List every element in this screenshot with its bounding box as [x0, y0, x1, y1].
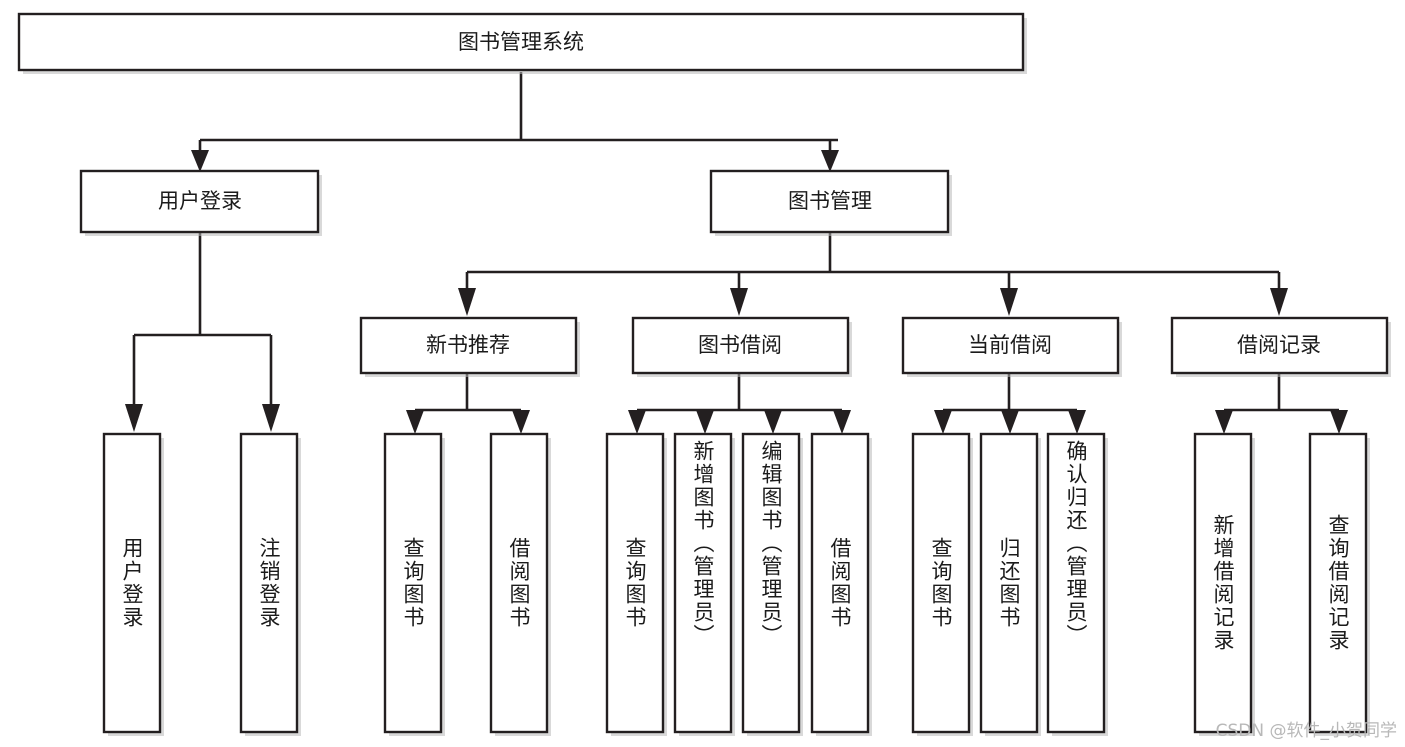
- leaf-current-borrow-3-box[interactable]: [1046, 432, 1106, 734]
- node-book-management-box[interactable]: [709, 169, 950, 234]
- arrowhead-newbook-l1: [406, 410, 424, 434]
- node-user-login[interactable]: 用户登录: [79, 169, 322, 236]
- arrowhead-current-l1: [934, 410, 952, 434]
- node-user-login-label: 用户登录: [158, 189, 242, 213]
- node-borrow-record-label: 借阅记录: [1237, 333, 1321, 357]
- node-book-management[interactable]: 图书管理: [709, 169, 952, 236]
- node-book-borrow-label: 图书借阅: [698, 333, 782, 357]
- leaf-book-borrow-3-box[interactable]: [741, 432, 801, 734]
- arrowhead-record-l1: [1215, 410, 1233, 434]
- node-borrow-record-box[interactable]: [1170, 316, 1389, 375]
- leaf-book-borrow-2-box[interactable]: [673, 432, 733, 734]
- arrowhead-record-l2: [1330, 410, 1348, 434]
- leaf-user-login-1-box[interactable]: [102, 432, 162, 734]
- node-current-borrow-label: 当前借阅: [968, 333, 1052, 357]
- node-root-label: 图书管理系统: [458, 30, 584, 54]
- leaf-new-book-2-box[interactable]: [489, 432, 549, 734]
- connectors: [125, 72, 1348, 434]
- node-borrow-record[interactable]: 借阅记录: [1170, 316, 1391, 377]
- arrowhead-bookmgmt-c4: [1270, 288, 1288, 316]
- node-book-borrow-box[interactable]: [631, 316, 850, 375]
- arrowhead-userlogin: [191, 150, 209, 172]
- node-root[interactable]: 图书管理系统: [17, 12, 1027, 74]
- node-current-borrow[interactable]: 当前借阅: [901, 316, 1122, 377]
- leaf-user-login-2-box[interactable]: [239, 432, 299, 734]
- leaf-new-book-1-box[interactable]: [383, 432, 443, 734]
- leaf-borrow-record-2-box[interactable]: [1308, 432, 1368, 734]
- arrowhead-bookmgmt-c3: [1000, 288, 1018, 316]
- arrowhead-borrow-l3: [764, 410, 782, 434]
- arrowhead-bookmgmt-c2: [730, 288, 748, 316]
- leaf-current-borrow-2-box[interactable]: [979, 432, 1039, 734]
- node-current-borrow-box[interactable]: [901, 316, 1120, 375]
- node-new-book-recommend-box[interactable]: [359, 316, 578, 375]
- leaf-book-borrow-4-box[interactable]: [810, 432, 870, 734]
- leaf-borrow-record-1-box[interactable]: [1193, 432, 1253, 734]
- arrowhead-userlogin-c2: [262, 404, 280, 432]
- node-book-borrow[interactable]: 图书借阅: [631, 316, 852, 377]
- arrowhead-bookmgmt-c1: [458, 288, 476, 316]
- leaf-book-borrow-1-box[interactable]: [605, 432, 665, 734]
- leaf-boxes: [102, 432, 1370, 736]
- arrowhead-borrow-l1: [628, 410, 646, 434]
- arrowhead-current-l3: [1068, 410, 1086, 434]
- arrowhead-newbook-l2: [512, 410, 530, 434]
- arrowhead-borrow-l2: [696, 410, 714, 434]
- arrowhead-current-l2: [1001, 410, 1019, 434]
- leaf-current-borrow-1-box[interactable]: [911, 432, 971, 734]
- arrowhead-bookmgmt: [821, 150, 839, 172]
- node-root-box[interactable]: [17, 12, 1025, 72]
- node-new-book-recommend[interactable]: 新书推荐: [359, 316, 580, 377]
- watermark-text: CSDN @软件_小贺同学: [1215, 721, 1397, 741]
- arrowhead-borrow-l4: [833, 410, 851, 434]
- node-user-login-box[interactable]: [79, 169, 320, 234]
- node-new-book-recommend-label: 新书推荐: [426, 333, 510, 357]
- arrowhead-userlogin-c1: [125, 404, 143, 432]
- node-book-management-label: 图书管理: [788, 189, 872, 213]
